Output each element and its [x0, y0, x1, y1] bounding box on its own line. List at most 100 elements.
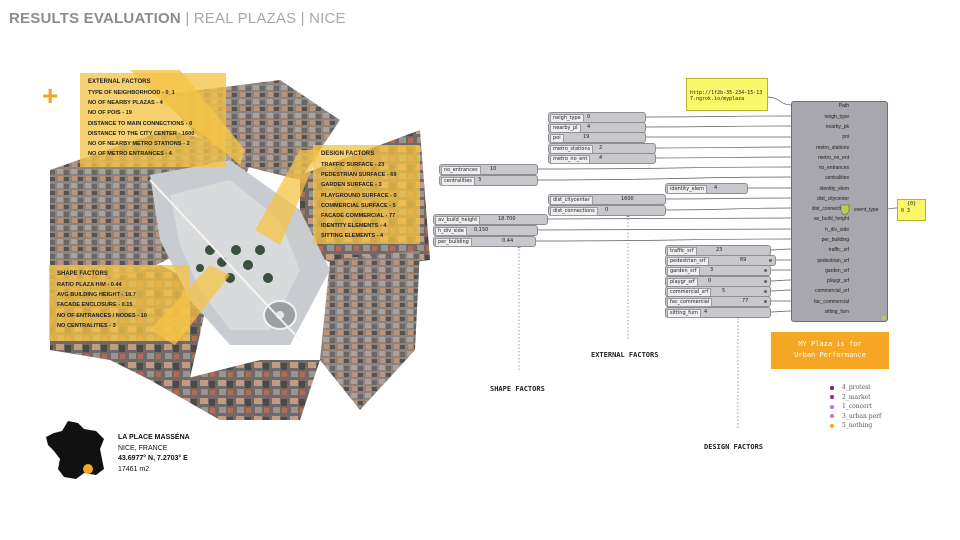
slider-label: dist_citycenter	[550, 196, 593, 205]
slider-garden-srf[interactable]: garden_srf 3	[665, 265, 771, 276]
external-factors-heading: EXTERNAL FACTORS	[88, 79, 151, 85]
legend-item: 1_concert	[830, 402, 881, 412]
component-input[interactable]: garden_srf	[825, 268, 849, 274]
url-panel: http://1f2b-35-234-15-137.ngrok.io/mypla…	[686, 78, 768, 111]
component-input[interactable]: traffic_srf	[828, 247, 849, 253]
component-input[interactable]: dist_connections	[811, 206, 849, 212]
group-label-external: EXTERNAL FACTORS	[591, 351, 659, 359]
legend-label: 2_market	[842, 393, 871, 401]
design-row: TRAFFIC SURFACE - 23	[321, 162, 385, 168]
legend-dot	[830, 385, 834, 390]
title-bold: RESULTS EVALUATION	[9, 10, 181, 27]
component-input[interactable]: no_entrances	[818, 165, 849, 171]
component-output[interactable]: event_type	[854, 207, 879, 213]
slider-value: 2	[599, 145, 603, 151]
photo-bottom-right-block	[320, 250, 420, 410]
legend-item: 5_nothing	[830, 421, 881, 431]
python-component[interactable]: Path neigh_type nearby_pk poi metro_stat…	[791, 101, 888, 322]
component-input[interactable]: per_building	[821, 237, 849, 243]
component-input[interactable]: sitting_furn	[824, 309, 849, 315]
component-input[interactable]: av_build_height	[813, 216, 849, 222]
slider-handle[interactable]	[764, 269, 767, 272]
slider-label: av_build_height	[435, 216, 481, 225]
component-input[interactable]: fac_commercial	[813, 299, 849, 305]
component-input[interactable]: metro_stations	[816, 145, 849, 151]
slider-value: 0.44	[502, 238, 514, 244]
component-input[interactable]: pedestrian_srf	[817, 258, 849, 264]
design-row: PLAYGROUND SURFACE - 0	[321, 192, 397, 199]
component-input[interactable]: poi	[842, 134, 849, 140]
slider-label: dist_connections	[550, 207, 598, 216]
slider-value: 0	[587, 114, 591, 120]
url-text: http://1f2b-35-234-15-137.ngrok.io/mypla…	[690, 90, 763, 102]
component-input[interactable]: neigh_type	[824, 114, 849, 120]
page-title: RESULTS EVALUATION | REAL PLAZAS | NICE	[9, 10, 346, 27]
design-row: PEDESTRIAN SURFACE - 69	[321, 172, 397, 179]
design-factors-panel: DESIGN FACTORS TRAFFIC SURFACE - 23 PEDE…	[313, 145, 420, 244]
component-input[interactable]: identity_elem	[819, 186, 849, 192]
output-value: 0 3	[901, 208, 911, 214]
slider-handle[interactable]	[764, 280, 767, 283]
component-input[interactable]: dist_citycenter	[817, 196, 849, 202]
slider-label: h_div_side	[435, 227, 467, 236]
component-input[interactable]: h_div_side	[825, 227, 849, 233]
legend-dot	[830, 423, 834, 428]
legend-dot	[830, 395, 834, 400]
slider-label: metro_no_ent	[550, 155, 591, 164]
component-input[interactable]: centralities	[825, 175, 849, 181]
slider-value: 3	[710, 267, 714, 273]
component-input[interactable]: commercial_srf	[815, 288, 849, 294]
location-marker	[83, 464, 93, 474]
slider-label: per_building	[435, 238, 472, 247]
component-input[interactable]: metro_no_ent	[818, 155, 849, 161]
slider-value: 4	[714, 185, 718, 191]
slider-label: garden_srf	[667, 267, 700, 276]
legend-label: 1_concert	[842, 403, 872, 411]
slider-label: fac_commercial	[667, 298, 713, 307]
slider-label: centralities	[441, 177, 475, 186]
slider-per-building[interactable]: per_building 0.44	[433, 236, 536, 247]
slider-h-div-side[interactable]: h_div_side 0.150	[433, 225, 538, 236]
component-input[interactable]: nearby_pk	[825, 124, 849, 130]
shape-row: AVG BUILDING HEIGHT - 18.7	[57, 292, 136, 299]
legend-dot	[830, 404, 834, 409]
slider-handle[interactable]	[764, 290, 767, 293]
external-row: DISTANCE TO MAIN CONNECTIONS - 0	[88, 120, 193, 127]
component-input[interactable]: playgr_srf	[827, 278, 849, 284]
shape-row: NO CENTRALITIES - 3	[57, 322, 116, 329]
shape-row: RATIO PLAZA H/M - 0.44	[57, 282, 122, 288]
external-row: NO OF POIS - 19	[88, 110, 132, 117]
slider-handle[interactable]	[769, 259, 772, 262]
python-shield-icon	[840, 204, 850, 216]
slider-label: sitting_furn	[667, 309, 702, 318]
external-row: DISTANCE TO THE CITY CENTER - 1600	[88, 130, 195, 137]
yellow-ribbon-right	[255, 150, 320, 245]
external-row: NO OF NEARBY METRO STATIONS - 2	[88, 141, 190, 148]
external-row: NO OF NEARBY PLAZAS - 4	[88, 100, 163, 107]
plus-icon: +	[42, 80, 59, 111]
slider-handle[interactable]	[764, 300, 767, 303]
result-box: MY Plaza is for Urban Performance	[771, 332, 889, 369]
design-factors-heading: DESIGN FACTORS	[321, 151, 375, 157]
legend-label: 3_urban perf	[842, 412, 882, 420]
slider-value: 18.700	[498, 216, 516, 222]
france-map-icon	[46, 421, 104, 479]
external-factors-panel: EXTERNAL FACTORS TYPE OF NEIGHBORHOOD - …	[80, 73, 226, 167]
slider-value: 3	[478, 177, 482, 183]
location-name: LA PLACE MASSÉNA	[118, 434, 190, 441]
group-label-design: DESIGN FACTORS	[704, 443, 764, 451]
external-row: TYPE OF NEIGHBORHOOD - 0_1	[88, 90, 175, 96]
design-row: SITTING ELEMENTS - 4	[321, 233, 384, 240]
component-input[interactable]: Path	[838, 103, 849, 109]
slider-value: 0.150	[474, 227, 489, 233]
slider-av-build-height[interactable]: av_build_height 18.700	[433, 214, 548, 225]
